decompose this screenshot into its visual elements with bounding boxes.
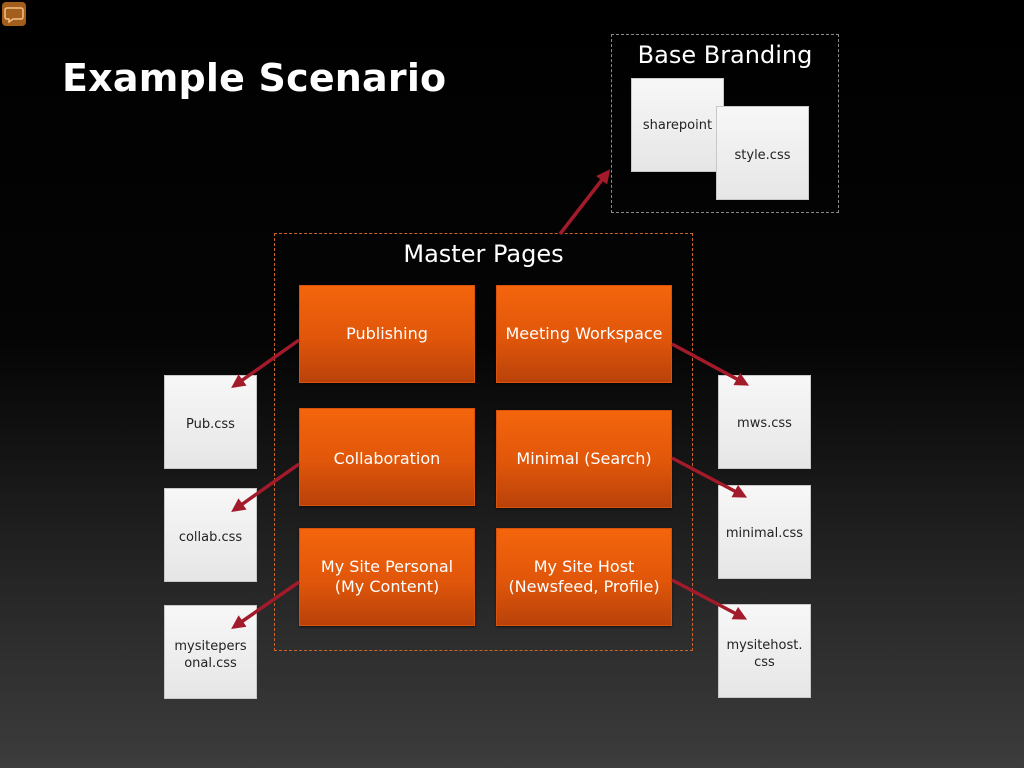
mysitepersonal-css-file: mysitepers onal.css [164,605,257,699]
master-page-meeting-workspace: Meeting Workspace [496,285,672,383]
slide-title: Example Scenario [62,56,447,100]
master-pages-group: Master Pages [274,233,693,651]
style-css-file: style.css [716,106,809,200]
sharepoint-file-label: sharepoint [642,118,713,133]
master-page-label: Minimal (Search) [516,449,652,468]
css-file-label: minimal.css [725,526,804,541]
sharepoint-file: sharepoint [631,78,724,172]
master-page-label: My Site Personal (My Content) [320,557,454,596]
mws-css-file: mws.css [718,375,811,469]
pub-css-file: Pub.css [164,375,257,469]
arrow-master-to-base [558,169,611,236]
master-page-collaboration: Collaboration [299,408,475,506]
speech-bubble-icon[interactable] [2,2,26,26]
master-page-my-site-personal: My Site Personal (My Content) [299,528,475,626]
base-branding-group: Base Branding [611,34,839,213]
master-page-minimal-search: Minimal (Search) [496,410,672,508]
css-file-label: mysitepers onal.css [174,639,247,671]
master-page-publishing: Publishing [299,285,475,383]
collab-css-file: collab.css [164,488,257,582]
css-file-label: Pub.css [186,417,235,432]
minimal-css-file: minimal.css [718,485,811,579]
css-file-label: mws.css [737,416,792,431]
style-css-file-label: style.css [734,148,791,163]
master-page-label: My Site Host (Newsfeed, Profile) [508,557,660,596]
master-page-label: Meeting Workspace [505,324,663,343]
base-branding-label: Base Branding [637,41,813,69]
master-page-label: Collaboration [333,449,441,468]
master-page-label: Publishing [346,324,428,343]
css-file-label: collab.css [178,530,243,545]
css-file-label: mysitehost. css [726,638,803,670]
master-page-my-site-host: My Site Host (Newsfeed, Profile) [496,528,672,626]
master-pages-label: Master Pages [403,240,564,268]
mysitehost-css-file: mysitehost. css [718,604,811,698]
